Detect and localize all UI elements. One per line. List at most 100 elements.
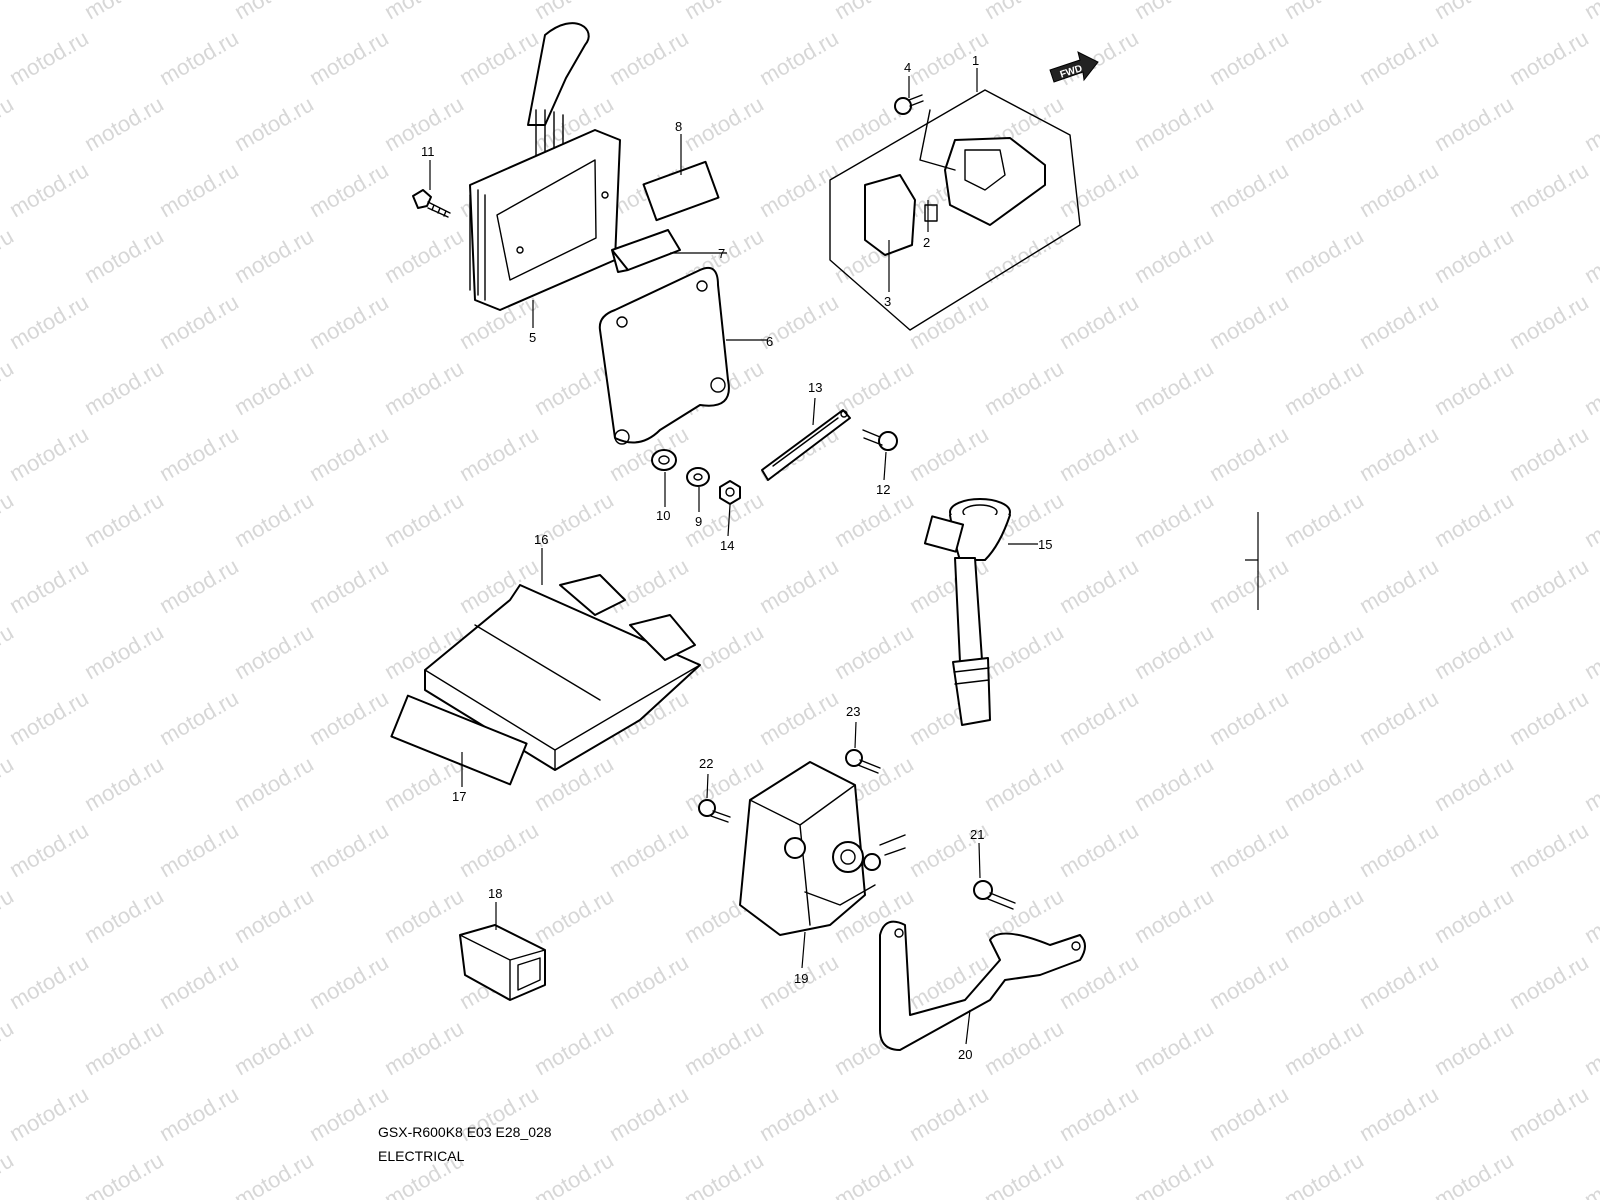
callout-4: 4 <box>904 60 911 75</box>
watermark-text: motod.ru <box>155 25 243 90</box>
callout-12: 12 <box>876 482 890 497</box>
watermark-text: motod.ru <box>1130 619 1218 684</box>
part-9-collar <box>686 467 710 487</box>
watermark-text: motod.ru <box>1130 0 1218 24</box>
watermark-text: motod.ru <box>80 0 168 24</box>
part-15-ignition-coil <box>923 498 1011 726</box>
watermark-text: motod.ru <box>1355 157 1443 222</box>
diagram-model-code: GSX-R600K8 E03 E28_028 <box>378 1124 552 1140</box>
callout-8: 8 <box>675 119 682 134</box>
watermark-text: motod.ru <box>1580 883 1600 948</box>
watermark-text: motod.ru <box>5 289 93 354</box>
watermark-text: motod.ru <box>1430 355 1518 420</box>
callout-23: 23 <box>846 704 860 719</box>
watermark-text: motod.ru <box>1355 817 1443 882</box>
watermark-text: motod.ru <box>1055 289 1143 354</box>
watermark-text: motod.ru <box>5 157 93 222</box>
watermark-text: motod.ru <box>830 619 918 684</box>
watermark-text: motod.ru <box>155 817 243 882</box>
watermark-text: motod.ru <box>755 553 843 618</box>
watermark-text: motod.ru <box>380 883 468 948</box>
watermark-text: motod.ru <box>0 91 18 156</box>
watermark-text: motod.ru <box>1055 25 1143 90</box>
part-11-bolt <box>412 189 451 218</box>
watermark-text: motod.ru <box>155 949 243 1014</box>
watermark-text: motod.ru <box>1280 487 1368 552</box>
watermark-text: motod.ru <box>680 91 768 156</box>
watermark-text: motod.ru <box>155 1081 243 1146</box>
watermark-text: motod.ru <box>1205 817 1293 882</box>
watermark-text: motod.ru <box>1430 619 1518 684</box>
watermark-text: motod.ru <box>605 817 693 882</box>
watermark-text: motod.ru <box>155 289 243 354</box>
watermark-text: motod.ru <box>1355 949 1443 1014</box>
watermark-text: motod.ru <box>1205 289 1293 354</box>
part-22-bolt <box>698 799 731 823</box>
watermark-text: motod.ru <box>5 25 93 90</box>
watermark-text: motod.ru <box>1580 0 1600 24</box>
watermark-text: motod.ru <box>1205 685 1293 750</box>
watermark-text: motod.ru <box>1580 1147 1600 1200</box>
diagram-section-title: ELECTRICAL <box>378 1148 465 1164</box>
watermark-text: motod.ru <box>1130 1147 1218 1200</box>
watermark-text: motod.ru <box>230 751 318 816</box>
watermark-text: motod.ru <box>0 487 18 552</box>
callout-5: 5 <box>529 330 536 345</box>
watermark-text: motod.ru <box>0 355 18 420</box>
callout-1: 1 <box>972 53 979 68</box>
watermark-text: motod.ru <box>1505 817 1593 882</box>
watermark-text: motod.ru <box>1430 0 1518 24</box>
watermark-text: motod.ru <box>1580 751 1600 816</box>
watermark-text: motod.ru <box>530 0 618 24</box>
watermark-text: motod.ru <box>0 751 18 816</box>
watermark-text: motod.ru <box>155 553 243 618</box>
watermark-text: motod.ru <box>5 1081 93 1146</box>
watermark-text: motod.ru <box>830 487 918 552</box>
watermark-text: motod.ru <box>1280 1147 1368 1200</box>
watermark-text: motod.ru <box>5 685 93 750</box>
watermark-text: motod.ru <box>1580 619 1600 684</box>
watermark-text: motod.ru <box>1055 421 1143 486</box>
callout-22: 22 <box>699 756 713 771</box>
watermark-text: motod.ru <box>1430 91 1518 156</box>
watermark-text: motod.ru <box>0 883 18 948</box>
part-12-bolt <box>862 429 898 451</box>
watermark-text: motod.ru <box>1205 949 1293 1014</box>
watermark-text: motod.ru <box>1130 355 1218 420</box>
watermark-text: motod.ru <box>1280 223 1368 288</box>
watermark-text: motod.ru <box>830 0 918 24</box>
watermark-text: motod.ru <box>305 817 393 882</box>
watermark-text: motod.ru <box>230 0 318 24</box>
watermark-text: motod.ru <box>680 619 768 684</box>
watermark-text: motod.ru <box>1205 1081 1293 1146</box>
part-18-connector <box>459 924 546 1001</box>
part-14-nut <box>719 480 741 505</box>
callout-9: 9 <box>695 514 702 529</box>
watermark-text: motod.ru <box>80 1147 168 1200</box>
watermark-text: motod.ru <box>1430 883 1518 948</box>
watermark-text: motod.ru <box>305 289 393 354</box>
watermark-text: motod.ru <box>5 949 93 1014</box>
watermark-text: motod.ru <box>1280 883 1368 948</box>
callout-14: 14 <box>720 538 734 553</box>
watermark-text: motod.ru <box>1580 223 1600 288</box>
watermark-text: motod.ru <box>230 1147 318 1200</box>
callout-21: 21 <box>970 827 984 842</box>
watermark-text: motod.ru <box>980 0 1068 24</box>
watermark-text: motod.ru <box>380 355 468 420</box>
callout-10: 10 <box>656 508 670 523</box>
watermark-text: motod.ru <box>155 157 243 222</box>
watermark-text: motod.ru <box>80 91 168 156</box>
watermark-text: motod.ru <box>305 949 393 1014</box>
watermark-text: motod.ru <box>1130 883 1218 948</box>
part-23-bolt <box>845 749 881 774</box>
callout-19: 19 <box>794 971 808 986</box>
watermark-text: motod.ru <box>1280 91 1368 156</box>
watermark-text: motod.ru <box>1355 553 1443 618</box>
watermark-text: motod.ru <box>1355 25 1443 90</box>
callout-7: 7 <box>718 246 725 261</box>
watermark-text: motod.ru <box>80 223 168 288</box>
